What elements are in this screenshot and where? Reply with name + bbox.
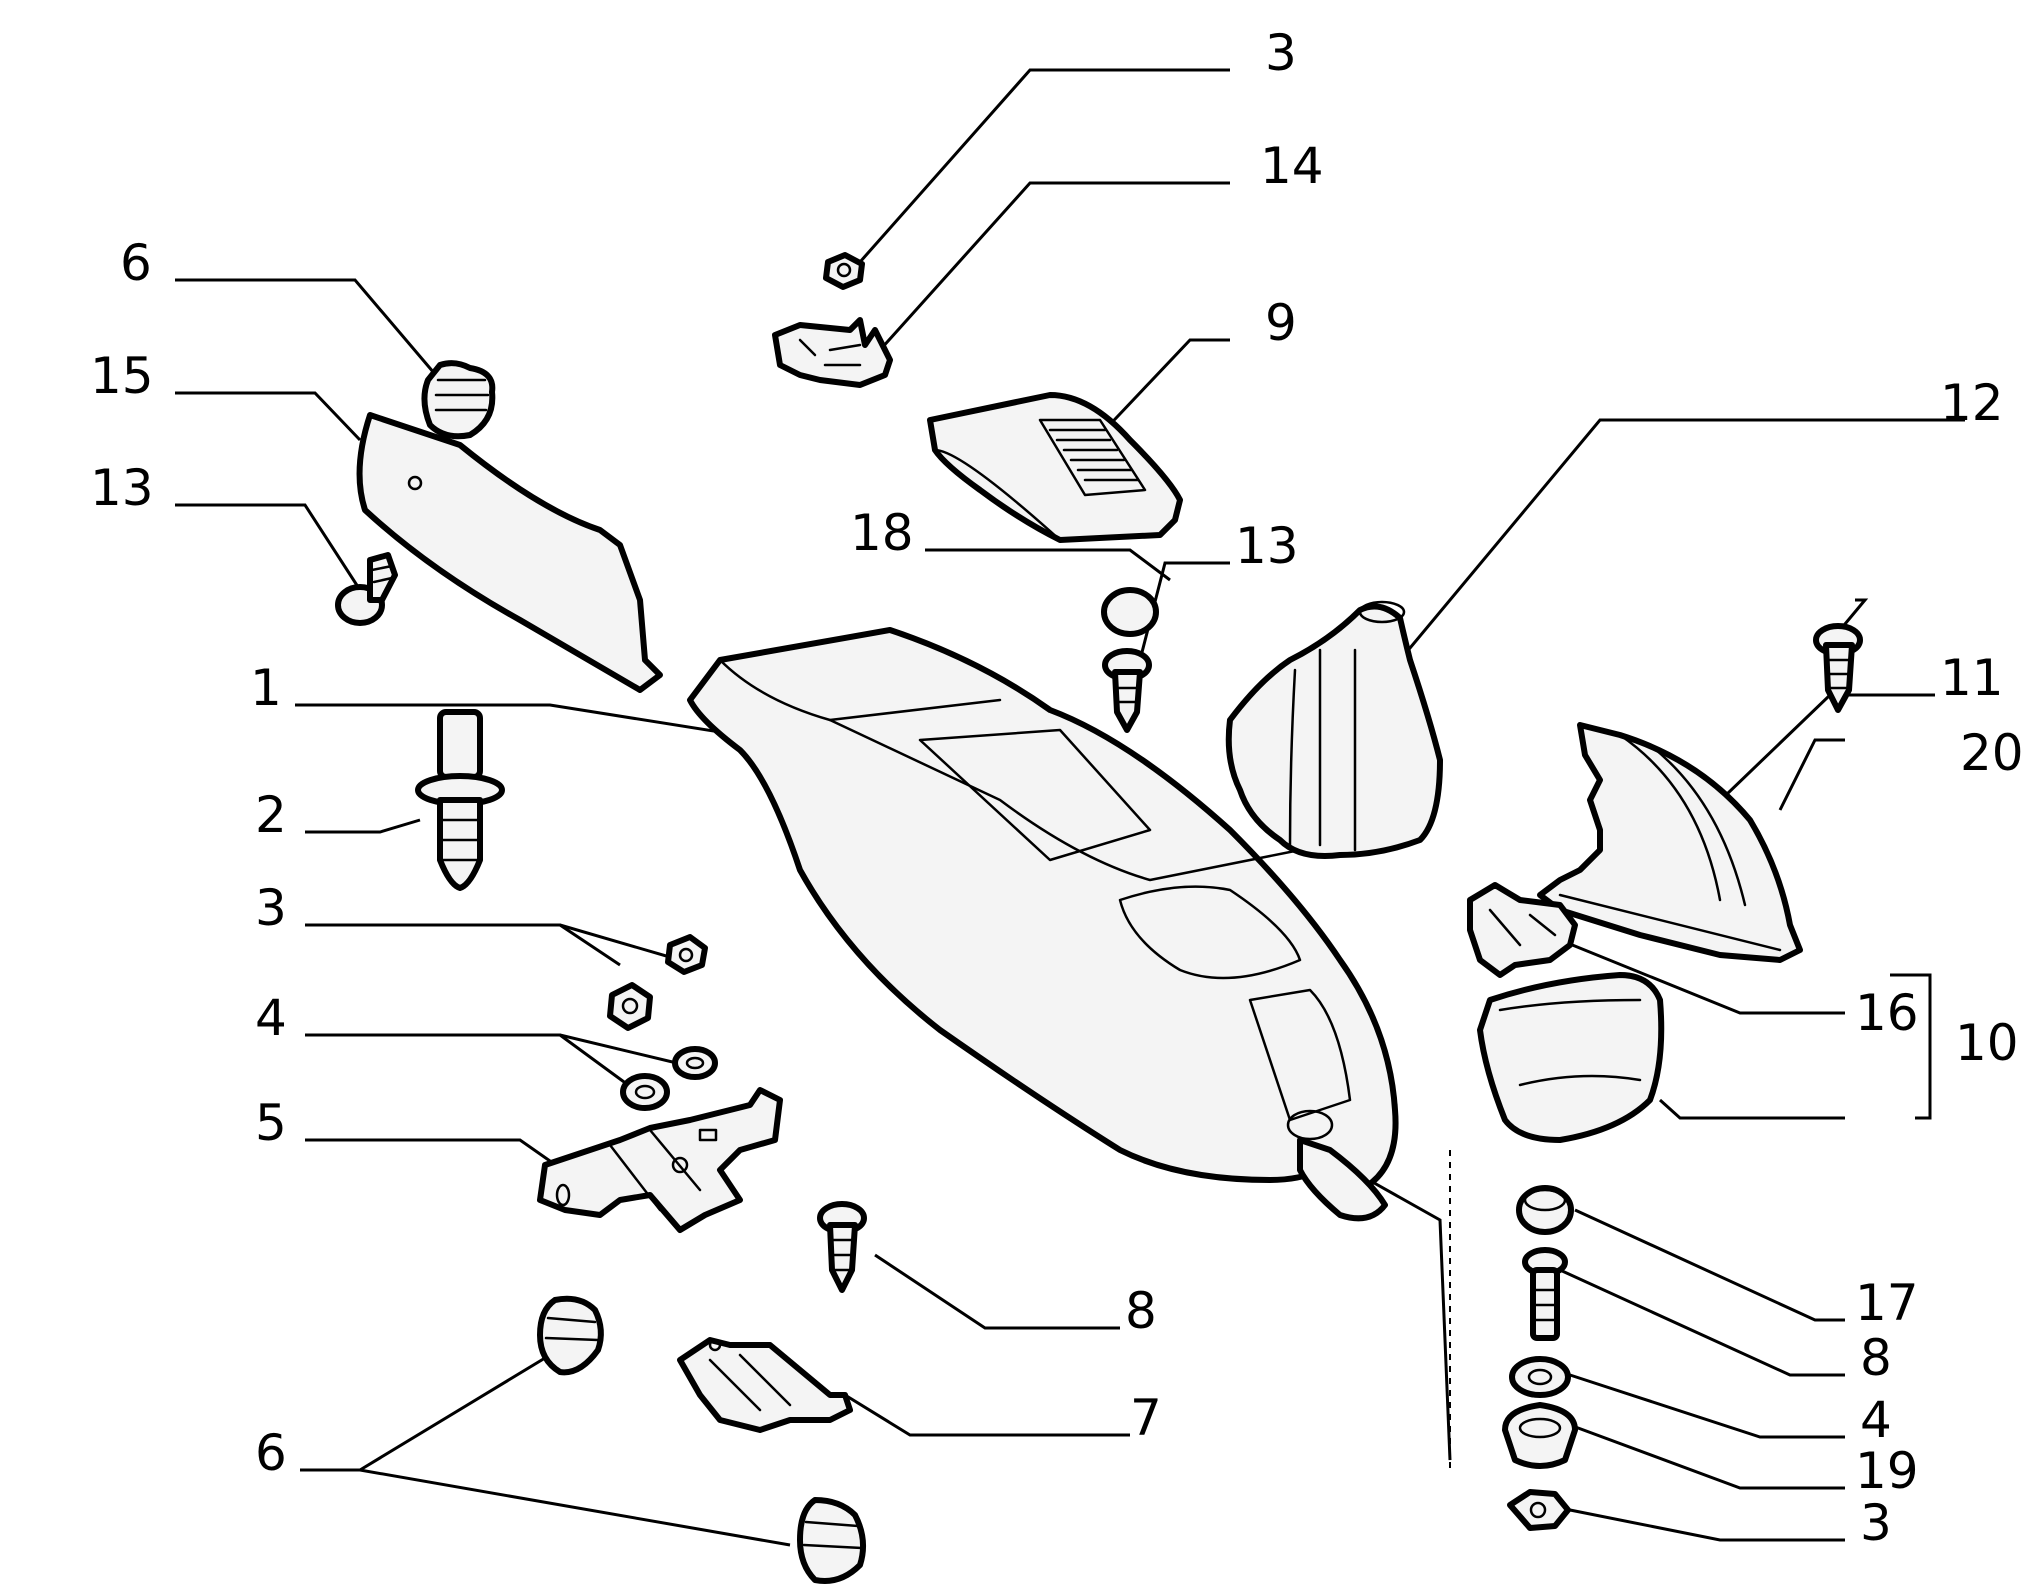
callout-13-left: 13	[90, 459, 154, 517]
bolt-part-2	[415, 709, 505, 891]
callout-7: 7	[1130, 1389, 1162, 1447]
side-panel-part-15	[356, 412, 663, 693]
gear-boot-part-12	[1225, 600, 1443, 859]
callout-2: 2	[255, 786, 287, 844]
callout-1: 1	[250, 659, 282, 717]
holder-part-14	[772, 317, 893, 388]
callout-14: 14	[1260, 137, 1324, 195]
washer-part-4-left-a	[620, 1073, 670, 1111]
cap-part-17	[1516, 1185, 1574, 1235]
callout-3-left: 3	[255, 879, 287, 937]
callout-15: 15	[90, 347, 154, 405]
callout-19: 19	[1855, 1442, 1919, 1500]
screw-part-8-left	[817, 1201, 867, 1293]
bushing-part-19	[1502, 1402, 1578, 1469]
clip-part-6-top	[421, 360, 496, 440]
callout-labels: 3 14 9 6 15 13 18 13 12 1 11 20 2 3 16 1…	[90, 24, 2023, 1552]
nut-part-3-left-b	[665, 934, 708, 975]
callout-9: 9	[1265, 294, 1297, 352]
callout-11: 11	[1940, 649, 2004, 707]
callout-3-top: 3	[1265, 24, 1297, 82]
bracket-part-5	[537, 1087, 783, 1233]
callout-3-right: 3	[1860, 1494, 1892, 1552]
cup-part-10	[1477, 972, 1665, 1143]
bolt-part-8-right	[1522, 1247, 1568, 1341]
gate-cover-part-11	[1537, 722, 1803, 963]
washer-part-4-left-b	[672, 1046, 718, 1080]
callout-12: 12	[1940, 374, 2004, 432]
callout-4-right: 4	[1860, 1391, 1892, 1449]
callout-4-left: 4	[255, 989, 287, 1047]
plug-part-18	[1101, 587, 1159, 637]
callout-5: 5	[255, 1094, 287, 1152]
callout-17: 17	[1855, 1274, 1919, 1332]
callout-10: 10	[1955, 1014, 2019, 1072]
console-body-part-1	[687, 627, 1399, 1222]
callout-6-top: 6	[120, 234, 152, 292]
leader-lines	[175, 68, 1965, 1547]
bracket-part-7	[677, 1337, 853, 1433]
nut-part-3-top	[823, 252, 865, 290]
screw-part-13-left	[335, 552, 398, 626]
clip-part-6-bottom-a	[537, 1295, 604, 1376]
clip-part-6-bottom-b	[797, 1497, 867, 1584]
washer-part-4-right	[1509, 1356, 1571, 1398]
cover-part-9	[927, 392, 1183, 543]
callout-8-right: 8	[1860, 1329, 1892, 1387]
callout-18: 18	[850, 504, 914, 562]
callout-16: 16	[1855, 984, 1919, 1042]
callout-20: 20	[1960, 724, 2023, 782]
clip-part-16	[1467, 882, 1578, 978]
screw-part-20	[1813, 623, 1863, 713]
nut-part-3-left-a	[607, 982, 653, 1031]
nut-part-3-right	[1507, 1489, 1571, 1531]
callout-8-left: 8	[1125, 1282, 1157, 1340]
screw-part-13-center	[1102, 648, 1152, 733]
callout-6-bottom: 6	[255, 1424, 287, 1482]
callout-13-center: 13	[1235, 517, 1299, 575]
